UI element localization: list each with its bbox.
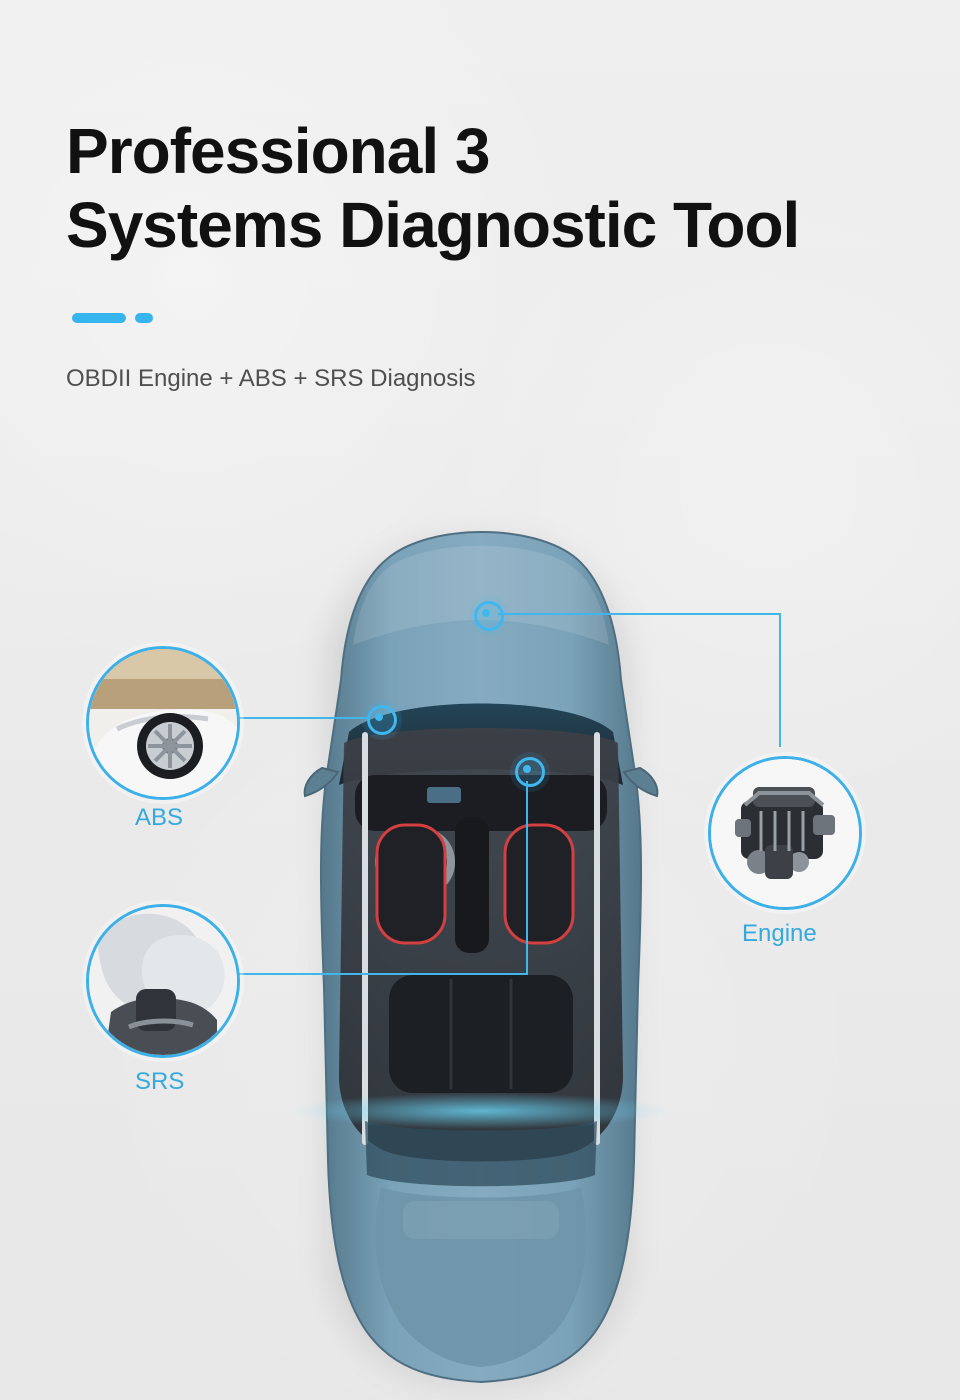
accent-bar-long (72, 313, 126, 323)
engine-connector-horizontal (498, 613, 780, 615)
page-title: Professional 3 Systems Diagnostic Tool (66, 114, 826, 262)
obd-glow (291, 1093, 671, 1129)
car-illustration (291, 525, 671, 1385)
accent-bar-short (135, 313, 153, 323)
right-mirror (622, 766, 659, 798)
rear-glass (365, 1121, 597, 1187)
left-mirror (303, 766, 340, 798)
srs-hotspot[interactable] (515, 757, 545, 787)
trunk (375, 1187, 587, 1367)
dashboard-screen (427, 787, 461, 803)
engine-badge[interactable] (708, 756, 862, 910)
car-top-view (291, 531, 671, 1384)
srs-label: SRS (135, 1068, 185, 1095)
srs-badge[interactable] (86, 904, 240, 1058)
engine-hotspot[interactable] (474, 601, 504, 631)
rear-window-reflection (403, 1201, 559, 1239)
right-front-seat (503, 823, 575, 945)
rear-seat (389, 975, 573, 1093)
car-wheel-icon (89, 649, 237, 797)
abs-connector (236, 717, 367, 719)
center-console (455, 817, 489, 953)
abs-label: ABS (135, 804, 184, 831)
engine-label: Engine (742, 920, 817, 947)
engine-icon (711, 759, 859, 907)
airbag-icon (89, 907, 237, 1055)
page-title-line-1: Professional 3 (66, 115, 490, 187)
hood-highlight (353, 545, 609, 645)
abs-hotspot[interactable] (367, 705, 397, 735)
srs-connector-vertical (526, 781, 528, 974)
left-front-seat (375, 823, 447, 945)
page-subtitle: OBDII Engine + ABS + SRS Diagnosis (66, 365, 476, 392)
abs-badge[interactable] (86, 646, 240, 800)
page-title-line-2: Systems Diagnostic Tool (66, 189, 800, 261)
engine-connector-vertical (779, 613, 781, 747)
dashboard (355, 775, 607, 831)
srs-connector-horizontal (236, 973, 528, 975)
